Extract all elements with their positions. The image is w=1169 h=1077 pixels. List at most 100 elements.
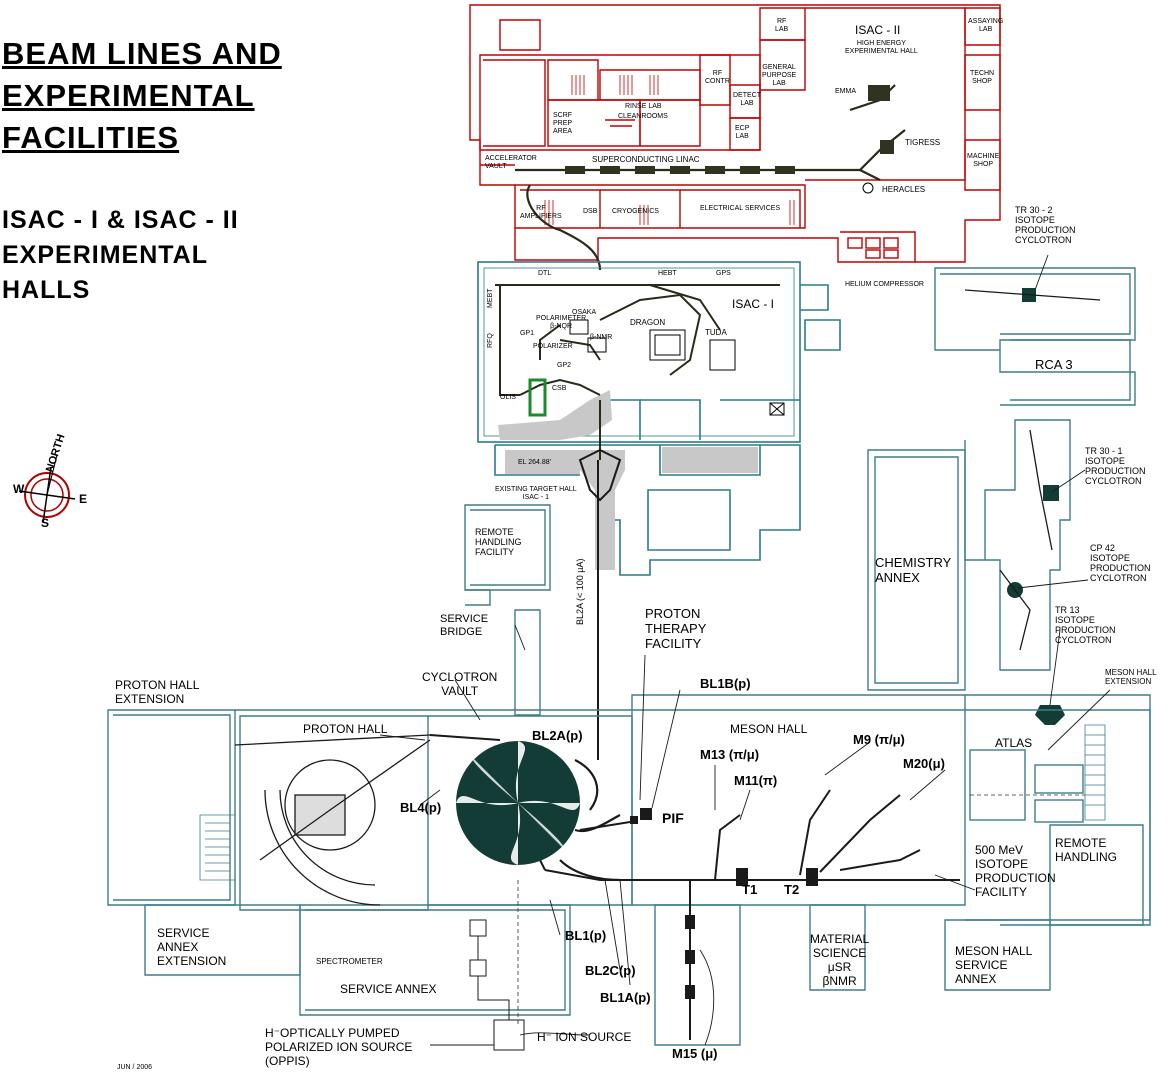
cleanrooms-label: CLEANROOMS bbox=[618, 113, 668, 120]
leader-lines bbox=[379, 254, 1111, 1046]
isac2-hall-sub-label: HIGH ENERGY EXPERIMENTAL HALL bbox=[845, 40, 918, 55]
main-building bbox=[107, 504, 1151, 1046]
t2-label: T2 bbox=[784, 882, 800, 897]
linac-label: SUPERCONDUCTING LINAC bbox=[592, 155, 700, 164]
machine-shop-label: MACHINE SHOP bbox=[967, 153, 1000, 168]
tr30-1-label: TR 30 - 1 ISOTOPE PRODUCTION CYCLOTRON bbox=[1085, 446, 1146, 486]
m15-label: M15 (μ) bbox=[672, 1046, 718, 1061]
date-label: JUN / 2006 bbox=[117, 1064, 153, 1071]
accelerator-vault-label: ACCELERATOR VAULT bbox=[485, 155, 537, 170]
proton-hall-extension-label: PROTON HALL EXTENSION bbox=[115, 678, 200, 706]
isac2-stairs bbox=[544, 75, 795, 225]
title-line2: EXPERIMENTAL bbox=[2, 78, 255, 113]
electrical-services-label: ELECTRICAL SERVICES bbox=[700, 205, 781, 212]
chemistry-annex-label: CHEMISTRY ANNEX bbox=[875, 555, 952, 585]
rfq-label: RFQ bbox=[487, 333, 494, 348]
proton-hall-equipment bbox=[234, 734, 431, 906]
bnmr-label: β-NMR bbox=[590, 334, 613, 341]
hebt-label: HEBT bbox=[658, 270, 677, 277]
helium-compressor-label: HELIUM COMPRESSOR bbox=[845, 281, 924, 288]
cp42-label: CP 42 ISOTOPE PRODUCTION CYCLOTRON bbox=[1090, 543, 1151, 583]
tr13-label: TR 13 ISOTOPE PRODUCTION CYCLOTRON bbox=[1055, 605, 1116, 645]
remote-handling-label: REMOTE HANDLING bbox=[1055, 836, 1118, 864]
cyclotron-vault-label: CYCLOTRON VAULT bbox=[422, 670, 498, 698]
heracles-label: HERACLES bbox=[882, 185, 926, 194]
compass-icon bbox=[18, 454, 76, 524]
rf-amplifiers-label: RF AMPLIFIERS bbox=[520, 205, 562, 220]
general-purpose-lab-label: GENERAL PURPOSE LAB bbox=[762, 64, 797, 87]
dragon-label: DRAGON bbox=[630, 318, 666, 327]
m13-label: M13 (π/μ) bbox=[700, 747, 760, 762]
bl1b-label: BL1B(p) bbox=[700, 676, 751, 691]
compass-west-label: W bbox=[13, 482, 25, 496]
dtl-label: DTL bbox=[538, 270, 552, 277]
bl2a-vertical-label: BL2A (< 100 µA) bbox=[575, 558, 585, 625]
m20-label: M20(μ) bbox=[903, 756, 945, 771]
material-science-label: MATERIAL SCIENCE μSR βNMR bbox=[810, 932, 870, 988]
isotope-500-label: 500 MeV ISOTOPE PRODUCTION FACILITY bbox=[975, 843, 1056, 899]
mebt-label: MEBT bbox=[487, 288, 494, 308]
subtitle-line3: HALLS bbox=[2, 276, 91, 304]
csb-label: CSB bbox=[552, 385, 567, 392]
compass-east-label: E bbox=[79, 492, 88, 506]
proton-hall-label: PROTON HALL bbox=[303, 722, 388, 736]
compass-south-label: S bbox=[41, 516, 50, 530]
isac1-beamlines bbox=[495, 284, 780, 460]
isac1-shielding bbox=[498, 390, 758, 570]
tr30-2-label: TR 30 - 2 ISOTOPE PRODUCTION CYCLOTRON bbox=[1015, 205, 1076, 245]
bl1a-label: BL1A(p) bbox=[600, 990, 651, 1005]
meson-magnets bbox=[630, 808, 818, 999]
el-label: EL 264.88' bbox=[518, 459, 551, 466]
ols-label: OLIS bbox=[500, 394, 516, 401]
meson-hall-label: MESON HALL bbox=[730, 722, 808, 736]
polarimeter-label: POLARIMETER β-NQR bbox=[536, 315, 587, 330]
proton-therapy-label: PROTON THERAPY FACILITY bbox=[645, 606, 707, 651]
bl1-label: BL1(p) bbox=[565, 928, 607, 943]
rf-lab-label: RF LAB bbox=[775, 18, 789, 33]
bl4-label: BL4(p) bbox=[400, 800, 442, 815]
rinse-lab-label: RINSE LAB bbox=[625, 103, 662, 110]
tuda-label: TUDA bbox=[705, 328, 727, 337]
csb-beamline bbox=[528, 378, 547, 417]
isac1-equipment bbox=[569, 319, 785, 416]
tigress-label: TIGRESS bbox=[905, 138, 941, 147]
pif-label: PIF bbox=[662, 810, 684, 826]
ion-source-boxes bbox=[469, 919, 525, 1051]
emma-label: EMMA bbox=[835, 88, 856, 95]
rca3-label: RCA 3 bbox=[1035, 357, 1073, 372]
meson-hall-service-annex-label: MESON HALL SERVICE ANNEX bbox=[955, 944, 1033, 986]
gp2-label: GP2 bbox=[557, 362, 572, 369]
dsb-label: DSB bbox=[583, 208, 598, 215]
existing-target-hall-label: EXISTING TARGET HALL ISAC - 1 bbox=[495, 486, 577, 501]
polarizer-label: POLARIZER bbox=[533, 343, 573, 350]
title-line1: BEAM LINES AND bbox=[2, 36, 282, 71]
isac2-building bbox=[469, 4, 1001, 263]
remote-handling-facility-label: REMOTE HANDLING FACILITY bbox=[475, 527, 522, 557]
m11-label: M11(π) bbox=[734, 773, 778, 788]
meson-hall-extension-label: MESON HALL EXTENSION bbox=[1105, 668, 1157, 686]
bl2c-label: BL2C(p) bbox=[585, 963, 636, 978]
techn-shop-label: TECHN SHOP bbox=[970, 70, 995, 85]
title-line3: FACILITIES bbox=[2, 120, 180, 155]
linac-cryomodules bbox=[565, 85, 894, 194]
atlas-label: ATLAS bbox=[995, 736, 1033, 750]
isotope-buildings bbox=[867, 267, 1136, 691]
service-annex-label: SERVICE ANNEX bbox=[340, 982, 437, 996]
subtitle-line2: EXPERIMENTAL bbox=[2, 241, 208, 269]
srf-prep-label: SCRF PREP AREA bbox=[553, 112, 573, 135]
spectrometer-label: SPECTROMETER bbox=[316, 957, 383, 966]
service-bridge-label: SERVICE BRIDGE bbox=[440, 613, 489, 638]
t1-label: T1 bbox=[742, 882, 758, 897]
m9-label: M9 (π/μ) bbox=[853, 732, 905, 747]
service-annex-extension-label: SERVICE ANNEX EXTENSION bbox=[157, 926, 227, 968]
detect-lab-label: DETECT LAB bbox=[733, 92, 761, 107]
ladders bbox=[199, 724, 1106, 881]
bl2a-label: BL2A(p) bbox=[532, 728, 583, 743]
assaying-lab-label: ASSAYING LAB bbox=[968, 18, 1004, 33]
isac1-hall-label: ISAC - I bbox=[732, 297, 775, 311]
cryogenics-label: CRYOGENICS bbox=[612, 208, 659, 215]
isac2-hall-label: ISAC - II bbox=[855, 23, 901, 37]
linac-beamline bbox=[515, 84, 906, 271]
